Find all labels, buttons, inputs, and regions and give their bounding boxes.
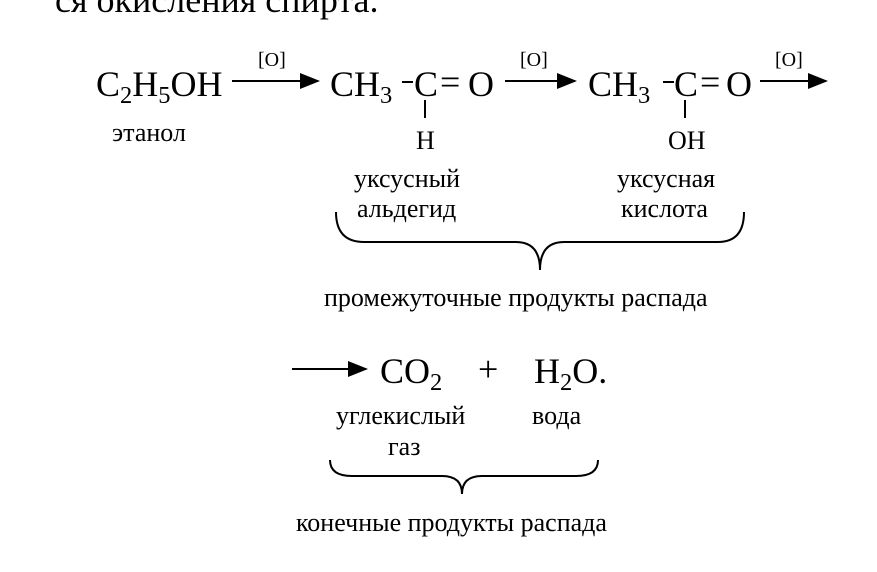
co2-formula: CO2 [380, 351, 443, 396]
water-formula: H2O. [534, 351, 608, 396]
oxidant-label-2: [O] [520, 49, 548, 71]
aldehyde-carbon: C [414, 64, 439, 104]
aldehyde-ch3: CH3 [330, 64, 393, 109]
aldehyde-double-bond: = [440, 62, 461, 102]
acid-ch3: CH3 [588, 64, 651, 109]
acid-label-line1: уксусная [617, 164, 716, 193]
aldehyde-oxygen: O [468, 64, 494, 104]
co2-label-line2: газ [388, 432, 421, 461]
acid-oxygen: O [726, 64, 752, 104]
co2-label-line1: углекислый [336, 401, 466, 430]
aldehyde-label-line1: уксусный [354, 164, 461, 193]
acid-double-bond: = [700, 62, 721, 102]
ethanol-label: этанол [112, 118, 186, 147]
acid-hydroxyl: OH [668, 126, 706, 155]
ethanol-formula: C2H5OH [96, 64, 223, 109]
oxidant-label-3: [O] [775, 49, 803, 71]
acid-label-line2: кислота [621, 194, 708, 223]
header-cut-text-wrap: ся окисления спирта. [0, 0, 877, 20]
final-brace [329, 459, 599, 495]
intermediate-products-label: промежуточные продукты распада [324, 283, 708, 312]
water-label: вода [532, 401, 582, 430]
aldehyde-hydrogen: H [416, 126, 435, 155]
header-cut-text: ся окисления спирта. [55, 0, 379, 20]
oxidant-label-1: [O] [258, 49, 286, 71]
intermediate-brace [335, 211, 745, 271]
acid-carbon: C [674, 64, 699, 104]
aldehyde-label-line2: альдегид [357, 194, 457, 223]
final-products-label: конечные продукты распада [296, 508, 607, 537]
plus-sign: + [478, 349, 499, 389]
